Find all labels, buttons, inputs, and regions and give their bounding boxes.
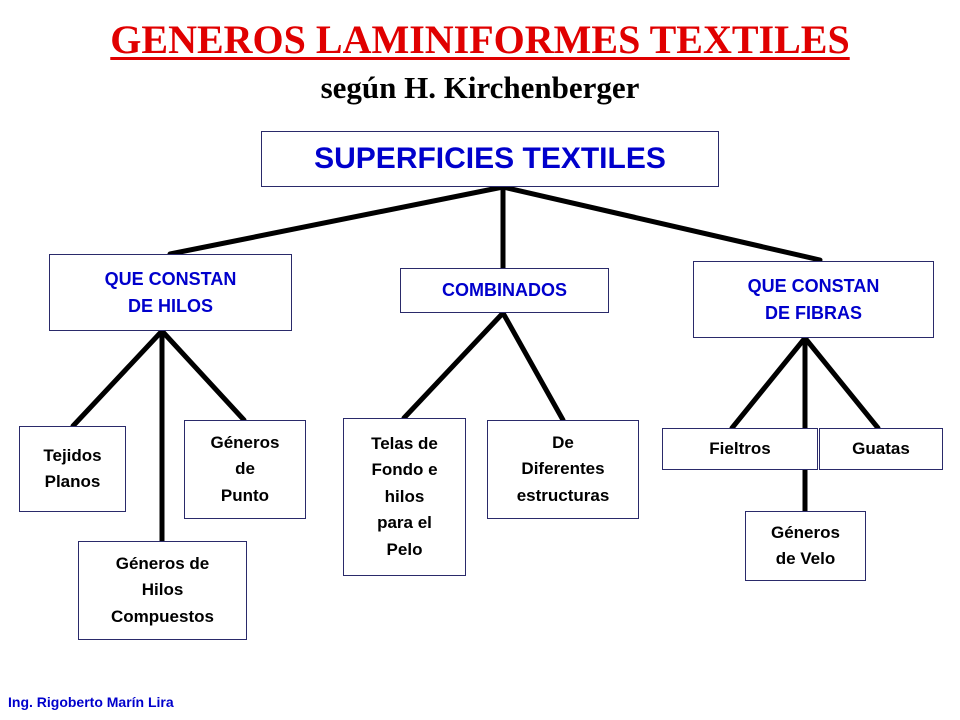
- leaf-hilos-compuestos: Géneros de Hilos Compuestos: [78, 541, 247, 640]
- author-footer: Ing. Rigoberto Marín Lira: [8, 694, 174, 710]
- connector-hilos-tejidos: [70, 328, 165, 429]
- connector-fibras-guatas: [802, 335, 881, 431]
- connector-fibras-fieltros: [729, 335, 808, 431]
- category-fibras: QUE CONSTAN DE FIBRAS: [693, 261, 934, 338]
- leaf-generos-punto: Géneros de Punto: [184, 420, 306, 519]
- connector-combinados-estructuras: [500, 310, 566, 423]
- leaf-tejidos-planos: Tejidos Planos: [19, 426, 126, 512]
- connector-root-hilos: [167, 184, 506, 257]
- connector-hilos-punto: [159, 328, 247, 423]
- category-hilos: QUE CONSTAN DE HILOS: [49, 254, 292, 331]
- category-combinados: COMBINADOS: [400, 268, 609, 313]
- leaf-guatas: Guatas: [819, 428, 943, 470]
- leaf-fieltros: Fieltros: [662, 428, 818, 470]
- page-title: GENEROS LAMINIFORMES TEXTILES: [110, 17, 850, 62]
- leaf-generos-velo: Géneros de Velo: [745, 511, 866, 581]
- leaf-telas-fondo: Telas de Fondo e hilos para el Pelo: [343, 418, 466, 576]
- root-node: SUPERFICIES TEXTILES: [261, 131, 719, 187]
- connector-combinados-telas: [401, 310, 506, 421]
- page-subtitle: según H. Kirchenberger: [320, 70, 640, 105]
- connector-root-fibras: [500, 184, 823, 263]
- leaf-diferentes-estructuras: De Diferentes estructuras: [487, 420, 639, 519]
